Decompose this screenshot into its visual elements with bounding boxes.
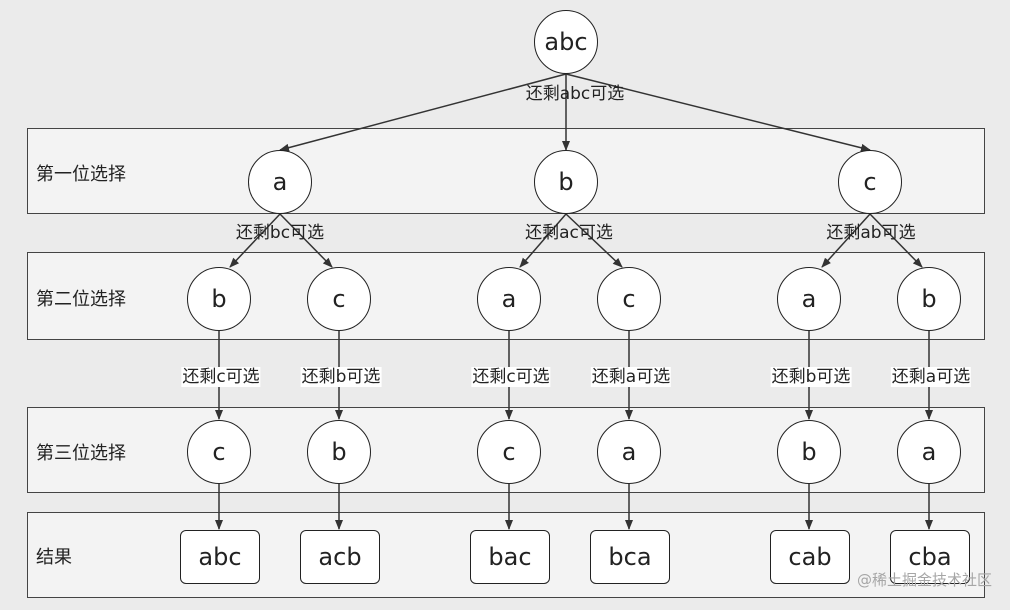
edge-c-a (821, 213, 871, 268)
edge-label-l2-2: 还剩b可选 (300, 367, 382, 387)
level2-node-3: a (477, 267, 541, 331)
level3-node-1: c (187, 420, 251, 484)
level2-node-6: b (897, 267, 961, 331)
root-node: abc (534, 10, 598, 74)
band-label-first: 第一位选择 (36, 164, 126, 185)
band-label-third: 第三位选择 (36, 443, 126, 464)
edge-root-a (279, 73, 567, 152)
edge-label-a: 还剩bc可选 (235, 223, 325, 243)
band-first-choice (27, 128, 985, 214)
band-label-second: 第二位选择 (36, 289, 126, 310)
result-box-2: acb (300, 530, 380, 584)
level3-node-5: b (777, 420, 841, 484)
level3-node-3: c (477, 420, 541, 484)
edge-label-l2-4: 还剩a可选 (590, 367, 672, 387)
level1-node-b: b (534, 150, 598, 214)
edge-label-b: 还剩ac可选 (525, 223, 613, 243)
level2-node-5: a (777, 267, 841, 331)
edge-label-l2-6: 还剩a可选 (890, 367, 972, 387)
edge-c-b (869, 213, 923, 268)
edge-label-l2-5: 还剩b可选 (770, 367, 852, 387)
edge-b-a (519, 213, 567, 268)
edge-label-c: 还剩ab可选 (826, 223, 916, 243)
edge-root-c (565, 73, 871, 152)
result-box-5: cab (770, 530, 850, 584)
watermark: @稀土掘金技术社区 (856, 571, 992, 589)
edge-label-l2-3: 还剩c可选 (471, 367, 551, 387)
edge-label-root: 还剩abc可选 (525, 84, 625, 104)
level2-node-1: b (187, 267, 251, 331)
result-box-3: bac (470, 530, 550, 584)
level2-node-4: c (597, 267, 661, 331)
level1-node-c: c (838, 150, 902, 214)
edge-a-c (279, 213, 333, 268)
result-box-1: abc (180, 530, 260, 584)
level1-node-a: a (248, 150, 312, 214)
result-box-4: bca (590, 530, 670, 584)
band-label-result: 结果 (36, 547, 72, 568)
level3-node-2: b (307, 420, 371, 484)
edge-a-b (229, 213, 281, 268)
result-box-6: cba (890, 530, 970, 584)
edge-label-l2-1: 还剩c可选 (181, 367, 261, 387)
level3-node-6: a (897, 420, 961, 484)
level3-node-4: a (597, 420, 661, 484)
level2-node-2: c (307, 267, 371, 331)
edge-b-c (565, 213, 623, 268)
